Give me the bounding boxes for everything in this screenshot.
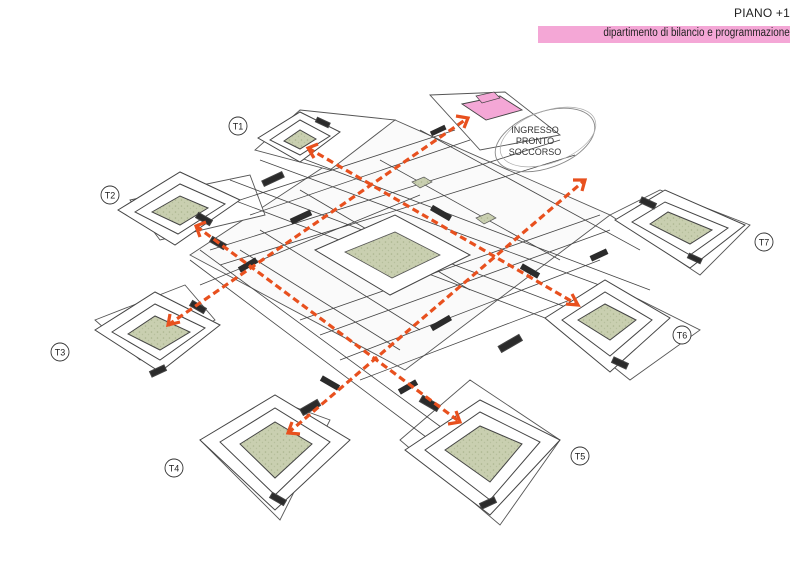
svg-text:T6: T6 [677, 331, 688, 341]
arrow-t3 [165, 313, 181, 328]
service-cores [237, 124, 609, 395]
route-t1-t6 [307, 146, 579, 307]
circulation-routes [167, 116, 587, 435]
arrow-t1 [305, 142, 319, 159]
entrance-label-line-1: INGRESSO [511, 125, 559, 135]
floor-label: PIANO +1 [734, 6, 790, 20]
department-highlight-area [460, 91, 524, 121]
arrow-t4 [285, 421, 301, 436]
tower-label-t7: T7 [754, 232, 774, 252]
arrow-entrance [455, 114, 471, 129]
route-t4-t7 [286, 178, 587, 435]
tower-label-t4: T4 [164, 458, 184, 478]
arrow-t7 [573, 178, 588, 192]
entrance-label-line-3: SOCCORSO [509, 147, 562, 157]
entrance-label-line-2: PRONTO [516, 136, 554, 146]
tower-t1 [257, 111, 341, 188]
tower-label-t1: T1 [228, 116, 248, 136]
department-label: dipartimento di bilancio e programmazion… [603, 27, 790, 39]
emergency-entrance: INGRESSO PRONTO SOCCORSO [494, 106, 597, 173]
svg-text:T7: T7 [759, 238, 770, 248]
route-t3-entrance [167, 116, 469, 327]
svg-text:T1: T1 [233, 122, 244, 132]
tower-t7 [614, 189, 746, 269]
tower-label-t3: T3 [50, 342, 70, 362]
tower-label-t5: T5 [570, 446, 590, 466]
tower-label-t2: T2 [100, 185, 120, 205]
tower-t2 [117, 171, 242, 251]
svg-text:T4: T4 [169, 464, 180, 474]
tower-t4 [199, 394, 351, 511]
department-highlight-bar [538, 26, 790, 43]
svg-text:T2: T2 [105, 191, 116, 201]
svg-text:T3: T3 [55, 348, 66, 358]
central-courtyard [313, 214, 472, 296]
arrow-t6 [565, 293, 581, 307]
arrow-t2 [193, 220, 207, 238]
svg-text:T5: T5 [575, 452, 586, 462]
arrow-t5 [447, 410, 463, 426]
route-arrowheads [165, 114, 588, 436]
tower-t5 [404, 394, 561, 516]
light-wells [411, 176, 497, 225]
tower-labels: T1 T2 T3 T4 T5 T6 [50, 116, 774, 478]
tower-label-t6: T6 [672, 325, 692, 345]
